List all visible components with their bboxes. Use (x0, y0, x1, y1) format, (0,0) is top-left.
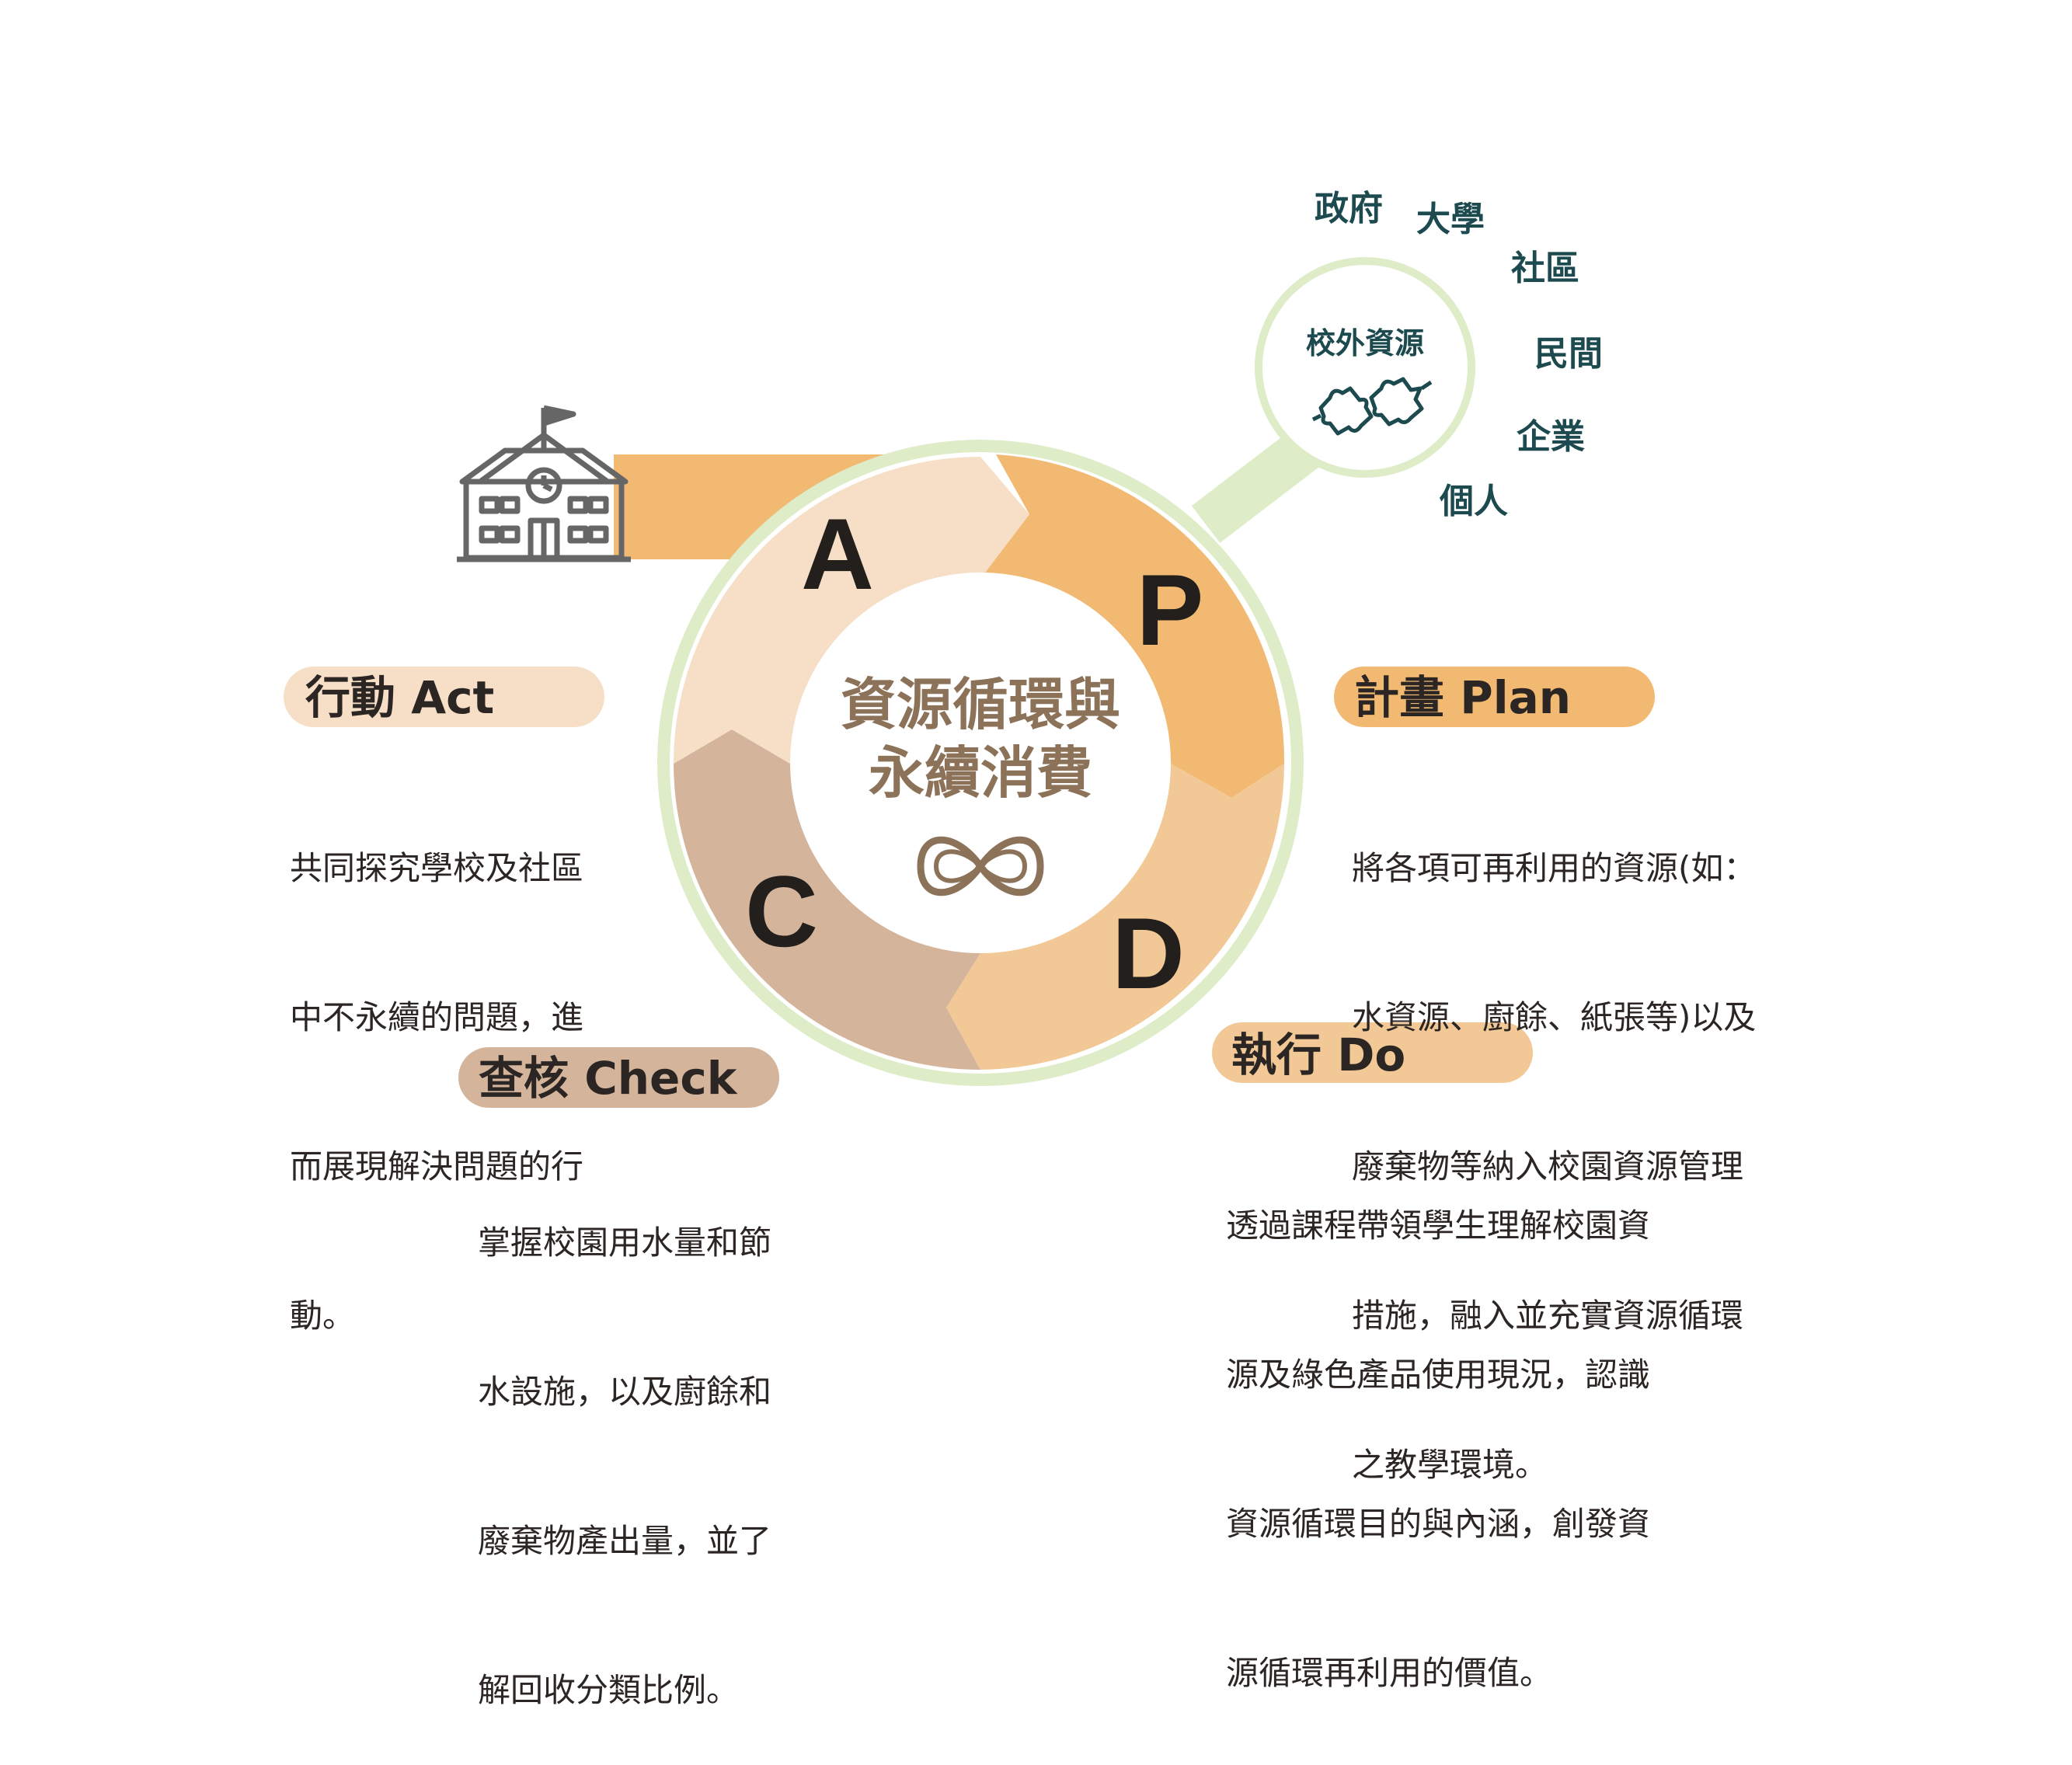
segment-plan (985, 454, 1285, 798)
description-line: 之教學環境。 (1352, 1446, 1548, 1484)
description-act: 共同探究學校及社區 中不永續的問題，進 而展現解決問題的行 動。 (290, 744, 583, 1391)
description-line: 解回收分類比例。 (478, 1671, 740, 1709)
description-line: 共同探究學校及社區 (290, 849, 584, 887)
center-title-line1: 資源循環與 (841, 672, 1120, 737)
description-line: 廢棄物等納入校園資源管理 (1352, 1147, 1744, 1185)
description-line: 措施，融入並充實資源循環 (1352, 1297, 1744, 1335)
puzzle-icon (1311, 377, 1433, 436)
description-line: 而展現解決問題的行 (290, 1147, 584, 1185)
letter-act: A (801, 497, 874, 611)
pill-act (284, 667, 604, 727)
stage-label-check: 查核 Check (479, 1052, 738, 1105)
partner-government: 政府 (1315, 189, 1383, 228)
infinity-icon (917, 836, 1044, 896)
stage-label-do: 執行 Do (1231, 1029, 1405, 1081)
description-do: 透過課程帶領學生理解校園資 源及綠色產品使用現況，認識 資源循環目的與內涵，創發… (1226, 1102, 1650, 1748)
stage-label-act: 行動 Act (305, 671, 494, 724)
pill-do (1212, 1022, 1533, 1083)
description-check: 掌握校園用水量和節 水設施，以及廚餘和 廢棄物產出量，並了 解回收分類比例。 (478, 1119, 771, 1765)
center-title-line2: 永續消費 (869, 740, 1092, 806)
pill-plan (1334, 667, 1655, 727)
description-line: 透過課程帶領學生理解校園資 (1226, 1206, 1651, 1245)
letter-do: D (1112, 896, 1185, 1010)
description-plan: 將各項可再利用的資源(如： 水資源、廚餘、紙張等)以及 廢棄物等納入校園資源管理… (1352, 744, 1756, 1540)
description-line: 資源循環目的與內涵，創發資 (1226, 1505, 1651, 1543)
letter-check: C (745, 855, 818, 968)
resources-circle-label: 校外資源 (1306, 326, 1424, 360)
pill-check (458, 1047, 779, 1108)
letter-plan: P (1137, 553, 1204, 667)
partner-individual: 個人 (1439, 482, 1508, 521)
description-line: 廢棄物產出量，並了 (478, 1522, 772, 1560)
description-line: 中不永續的問題，進 (290, 998, 584, 1036)
segment-act (674, 457, 1029, 764)
partner-community: 社區 (1511, 249, 1579, 288)
description-line: 掌握校園用水量和節 (478, 1224, 772, 1262)
segment-check (674, 729, 980, 1070)
segment-do (946, 764, 1284, 1070)
resources-circle (1255, 257, 1475, 478)
description-line: 源循環再利用的價值。 (1226, 1654, 1553, 1692)
description-line: 水設施，以及廚餘和 (478, 1373, 772, 1411)
description-line: 源及綠色產品使用現況，認識 (1226, 1356, 1651, 1394)
description-line: 將各項可再利用的資源(如： (1352, 849, 1757, 887)
school-icon (457, 405, 631, 562)
description-line: 動。 (290, 1297, 356, 1335)
center-disc (792, 574, 1169, 952)
partner-enterprise: 企業 (1517, 417, 1585, 457)
description-line: 水資源、廚餘、紙張等)以及 (1352, 998, 1757, 1036)
partner-private-sector: 民間 (1534, 334, 1603, 374)
partner-university: 大學 (1416, 200, 1485, 239)
pdca-diagram: P D C A 資源循環與 永續消費 校外資源 政府 大學 社區 民 (284, 189, 1655, 1108)
stage-label-plan: 計畫 Plan (1354, 671, 1571, 724)
